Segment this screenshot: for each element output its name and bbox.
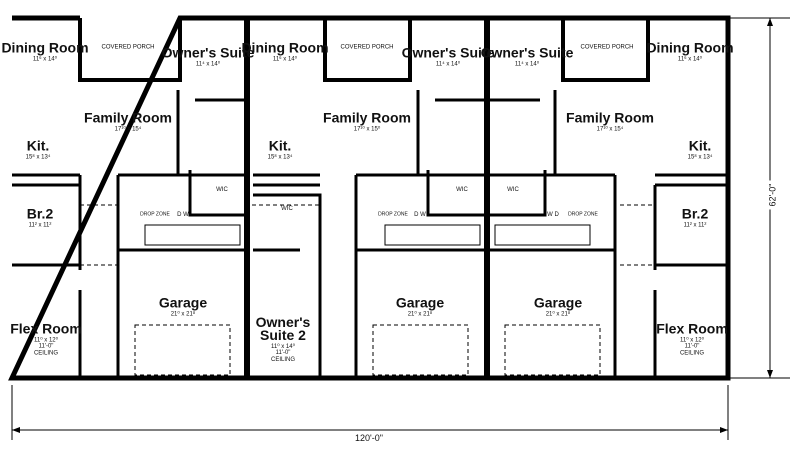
- room-name: Owner's Suite: [480, 44, 574, 61]
- room-name: Owner's Suite: [401, 44, 495, 61]
- room-name: Br.2: [681, 205, 709, 222]
- room-porch-a: COVERED PORCH: [101, 45, 154, 52]
- room-dims: 11² x 11²: [683, 222, 707, 229]
- room-kitchen-b: Kit.15⁸ x 13⁴: [267, 137, 293, 161]
- room-name: Kit.: [688, 137, 712, 154]
- room-name: COVERED PORCH: [340, 44, 394, 51]
- room-name: COVERED PORCH: [580, 44, 634, 51]
- room-name: Dining Room: [1, 39, 89, 56]
- room-wic-c: WIC: [507, 187, 519, 193]
- room-porch-c: COVERED PORCH: [580, 45, 633, 52]
- room-wic-a: WIC: [216, 187, 228, 193]
- room-dims: 11² x 11²: [28, 222, 52, 229]
- room-name: Flex Room: [10, 320, 82, 337]
- room-dims: 11⁰ x 12⁰: [33, 337, 59, 344]
- drop-zone-c: DROP ZONE: [568, 211, 598, 218]
- room-name: Garage: [158, 294, 208, 311]
- washer-dryer-a: D W: [177, 212, 189, 218]
- room-dims: 15⁸ x 13⁴: [267, 154, 293, 161]
- room-name: Owner's Suite 2: [255, 314, 311, 343]
- room-name: Family Room: [323, 109, 411, 126]
- room-dims: 11⁶ x 14⁰: [677, 56, 703, 63]
- washer-dryer-c: W D: [547, 212, 559, 218]
- room-name: Owner's Suite: [161, 44, 255, 61]
- room-dims: 11⁴ x 14⁰: [435, 61, 461, 68]
- ceiling-note: 11'-0" CEILING: [679, 343, 704, 357]
- drop-zone-b: DROP ZONE: [378, 211, 408, 218]
- room-dims: 21⁰ x 21⁸: [407, 311, 433, 318]
- room-name: Br.2: [26, 205, 54, 222]
- washer-dryer-b: D W: [414, 212, 426, 218]
- room-wic-b: WIC: [456, 187, 468, 193]
- room-dims: 17¹⁰ x 15⁰: [353, 126, 381, 133]
- room-dims: 15⁸ x 13⁴: [25, 154, 51, 161]
- ceiling-note: 11'-0" CEILING: [33, 343, 58, 357]
- drop-zone-a: DROP ZONE: [140, 211, 170, 218]
- overall-width-dimension: 120'-0": [352, 433, 386, 443]
- room-name: Garage: [395, 294, 445, 311]
- room-dims: 15⁸ x 13⁴: [687, 154, 713, 161]
- room-dims: 11⁶ x 14⁰: [272, 56, 298, 63]
- room-dims: 11⁴ x 14⁰: [514, 61, 540, 68]
- room-porch-b: COVERED PORCH: [340, 45, 393, 52]
- room-name: Flex Room: [656, 320, 728, 337]
- room-name: Kit.: [26, 137, 50, 154]
- room-dims: 11⁰ x 14⁰: [270, 344, 296, 350]
- room-name: Family Room: [566, 109, 654, 126]
- room-name: Dining Room: [646, 39, 734, 56]
- overall-depth-dimension: 62'-0": [767, 180, 778, 210]
- ceiling-note: 11'-0" CEILING: [270, 350, 295, 363]
- room-name: Garage: [533, 294, 583, 311]
- room-dims: 11⁴ x 14⁰: [195, 61, 221, 68]
- room-wic-b-suite2: WIC: [281, 206, 293, 212]
- room-name: COVERED PORCH: [101, 44, 155, 51]
- room-dims: 17¹⁰ x 15⁴: [114, 126, 142, 133]
- room-name: Dining Room: [241, 39, 329, 56]
- room-kitchen-c: Kit.15⁸ x 13⁴: [687, 137, 713, 161]
- room-dims: 21⁰ x 21⁸: [170, 311, 196, 318]
- room-dims: 11⁰ x 12⁰: [679, 337, 705, 344]
- room-name: Family Room: [84, 109, 172, 126]
- room-dims: 21⁰ x 21⁸: [545, 311, 571, 318]
- room-kitchen-a: Kit.15⁸ x 13⁴: [25, 137, 51, 161]
- room-dims: 17¹⁰ x 15⁴: [596, 126, 624, 133]
- room-dims: 11⁶ x 14⁰: [32, 56, 58, 63]
- room-name: Kit.: [268, 137, 292, 154]
